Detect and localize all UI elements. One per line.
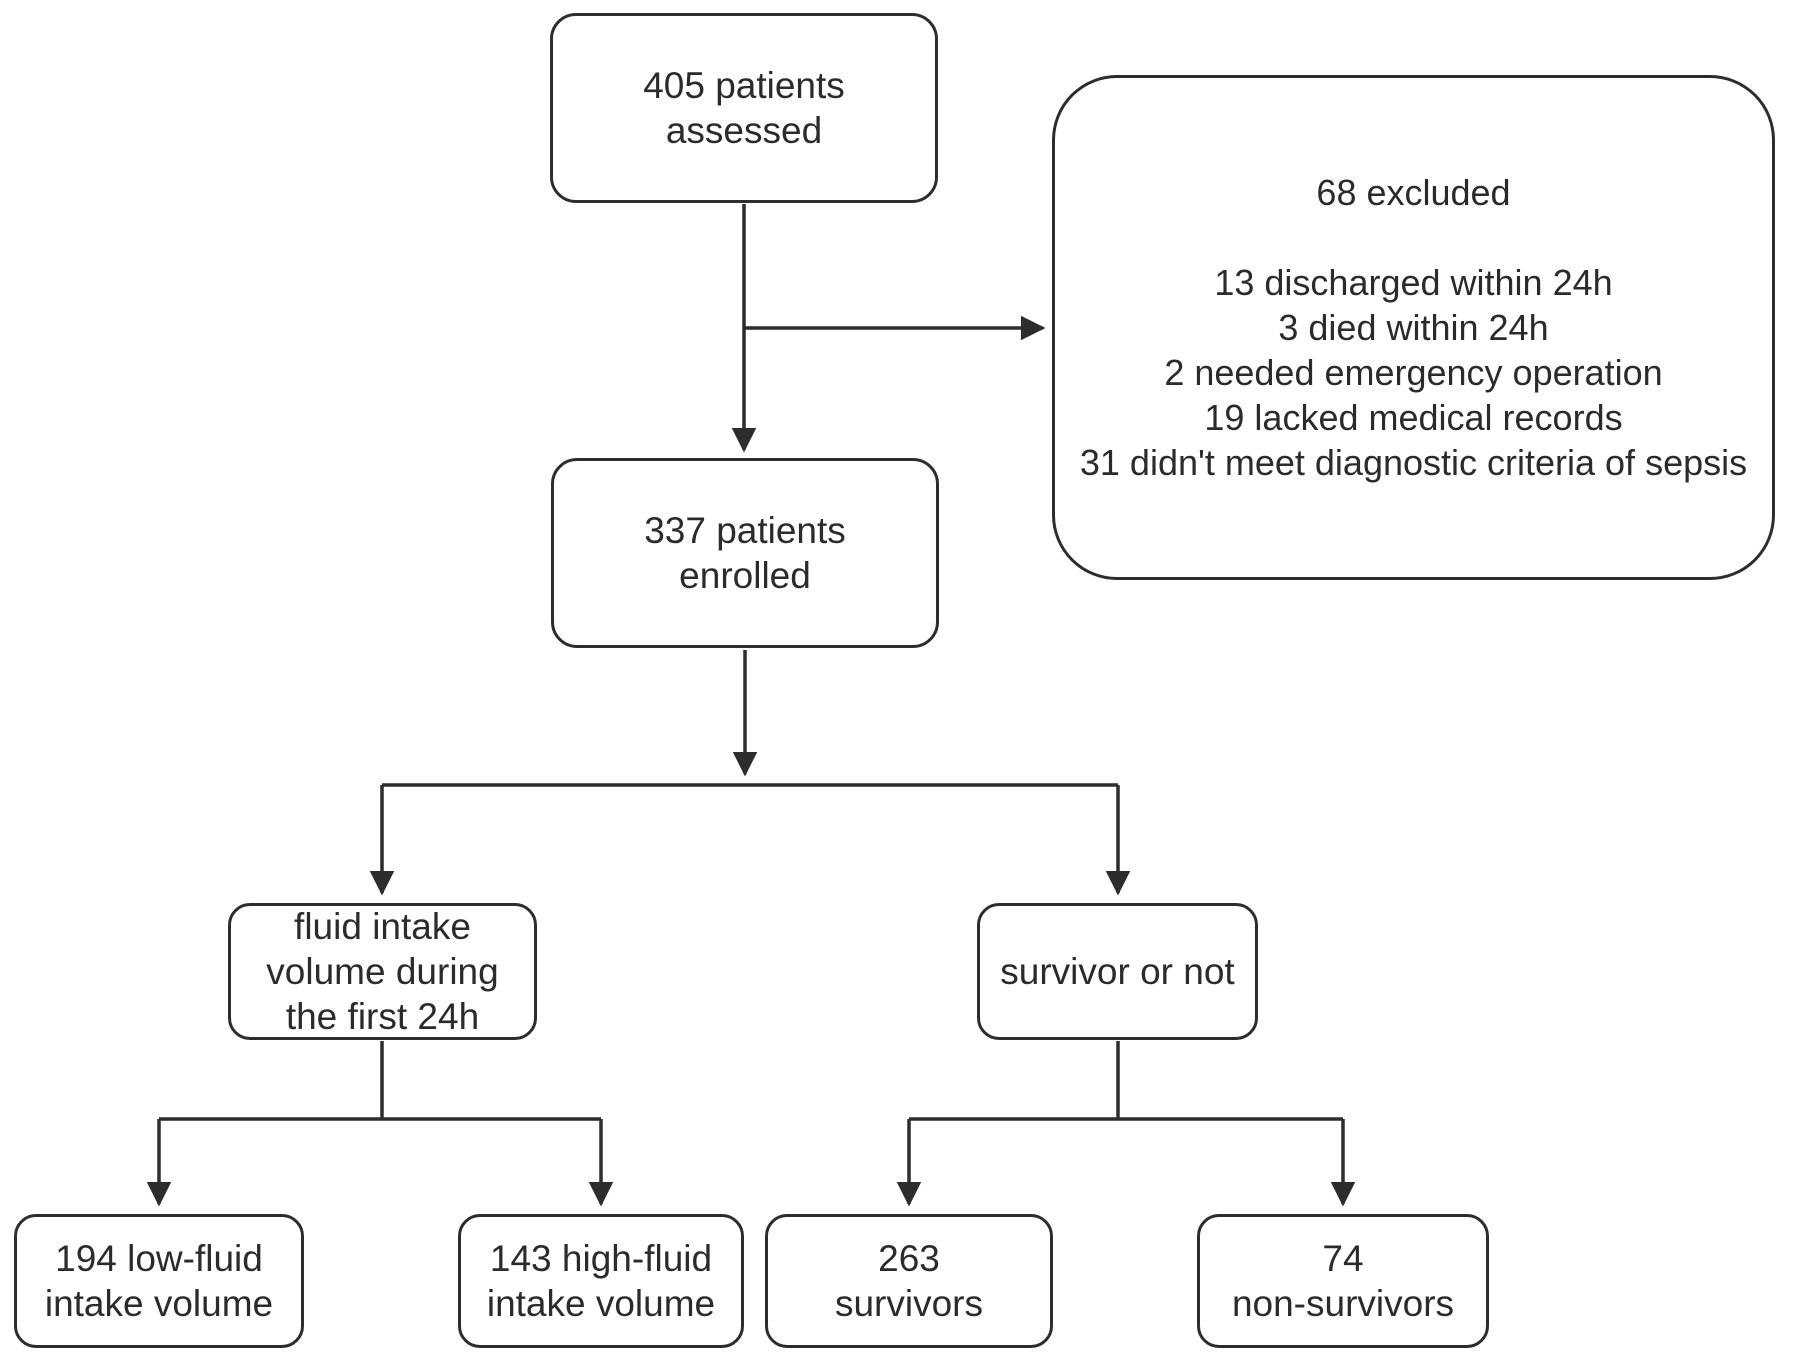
- text-line: 337 patients: [644, 510, 846, 551]
- connector-survivor-split: [896, 1041, 1356, 1207]
- text-line: intake volume: [44, 1283, 274, 1324]
- text-line: 263: [878, 1238, 940, 1279]
- text-line: intake volume: [486, 1283, 716, 1324]
- box-fluid-intake-group: fluid intake volume during the first 24h: [228, 903, 537, 1040]
- box-survivor-or-not: survivor or not: [977, 903, 1258, 1040]
- box-non-survivors: 74 non-survivors: [1197, 1214, 1489, 1348]
- excluded-item: 31 didn't meet diagnostic criteria of se…: [1079, 442, 1748, 483]
- box-low-fluid-intake: 194 low-fluid intake volume: [14, 1214, 304, 1348]
- box-excluded: 68 excluded 13 discharged within 24h 3 d…: [1052, 75, 1775, 580]
- excluded-item: 19 lacked medical records: [1204, 397, 1623, 438]
- text-line: 194 low-fluid: [55, 1238, 263, 1279]
- box-patients-enrolled: 337 patients enrolled: [551, 458, 939, 648]
- excluded-item: 2 needed emergency operation: [1164, 352, 1663, 393]
- text-line: enrolled: [679, 555, 811, 596]
- text-line: 74: [1322, 1238, 1364, 1279]
- text-line: survivors: [834, 1283, 984, 1324]
- box-survivors: 263 survivors: [765, 1214, 1053, 1348]
- text-line: 143 high-fluid: [489, 1238, 713, 1279]
- text-line: fluid intake: [294, 906, 471, 947]
- excluded-item: 13 discharged within 24h: [1214, 262, 1613, 303]
- connector-split-groups: [369, 783, 1131, 896]
- text-line: volume during: [266, 951, 499, 992]
- excluded-item: 3 died within 24h: [1278, 307, 1549, 348]
- box-high-fluid-intake: 143 high-fluid intake volume: [458, 1214, 744, 1348]
- excluded-title: 68 excluded: [1316, 172, 1511, 213]
- text-line: the first 24h: [285, 996, 480, 1037]
- connector-fluid-split: [146, 1041, 614, 1207]
- box-patients-assessed: 405 patients assessed: [550, 13, 938, 203]
- text-line: 405 patients: [643, 65, 845, 106]
- text-line: non-survivors: [1231, 1283, 1455, 1324]
- text-line: survivor or not: [1000, 951, 1235, 992]
- text-line: assessed: [665, 110, 823, 151]
